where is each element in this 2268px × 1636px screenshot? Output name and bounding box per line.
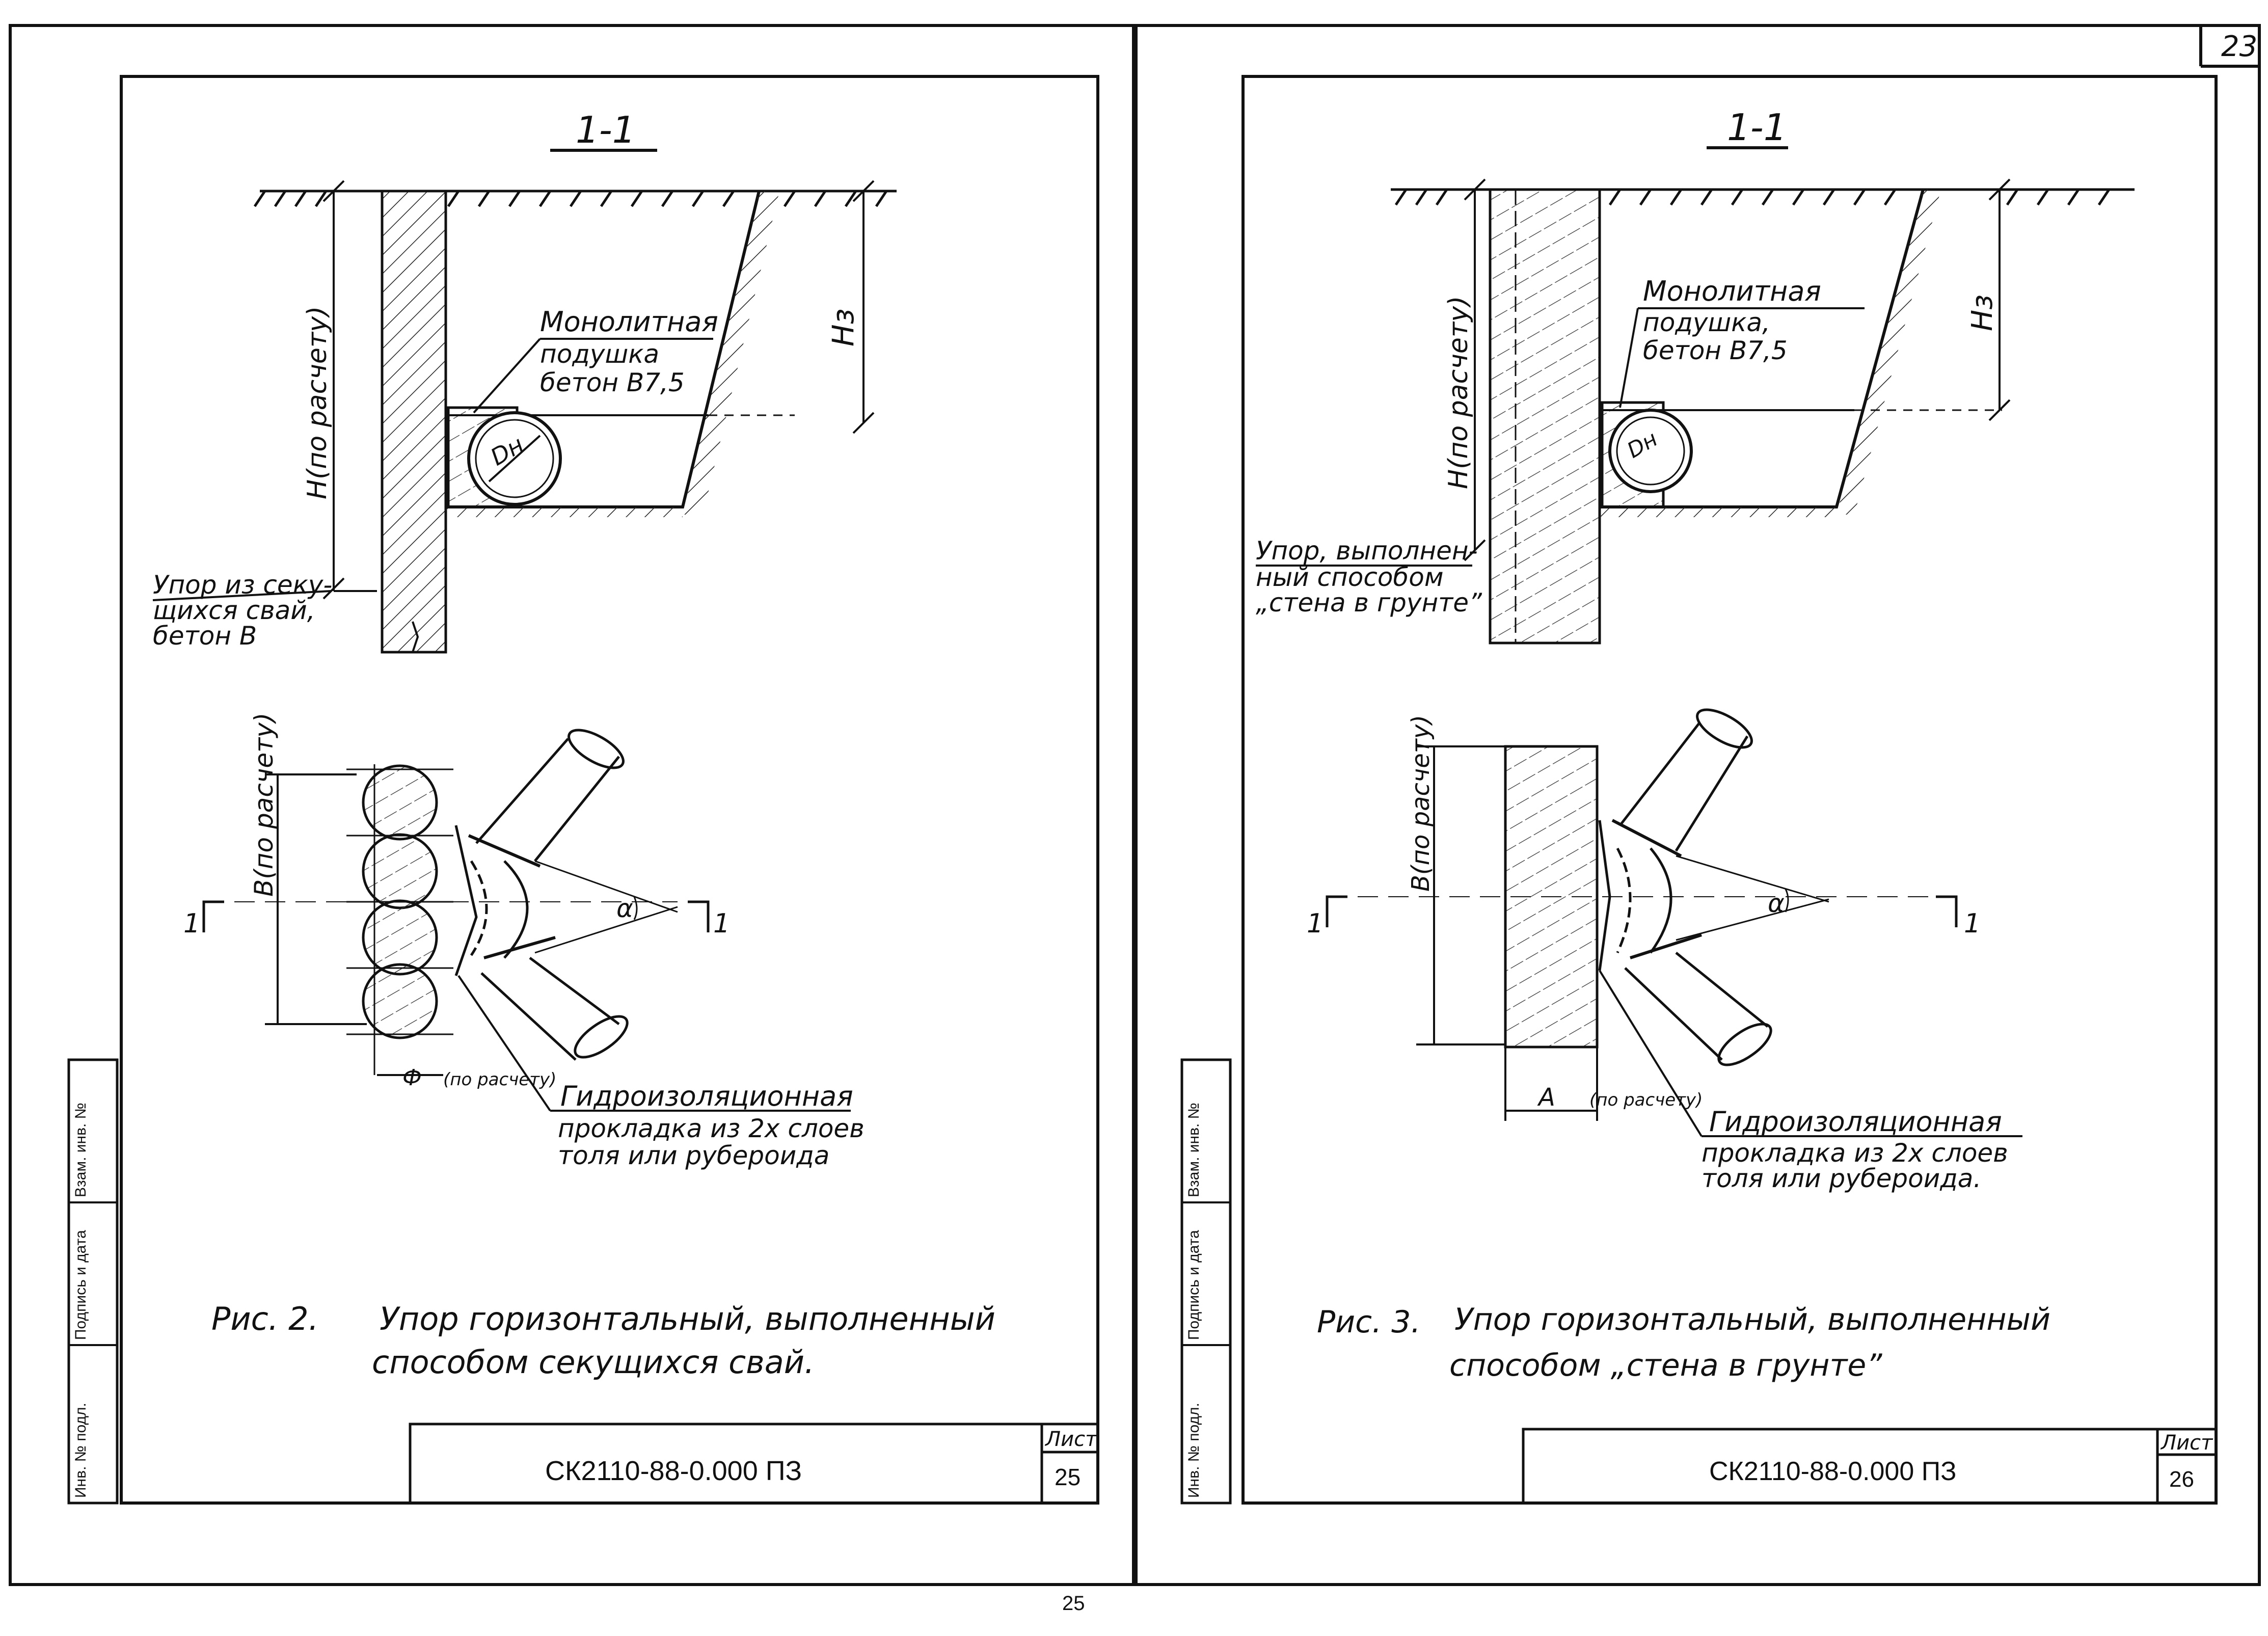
- angle-label: α: [1768, 889, 1785, 918]
- cushion-label-line2: подушка: [540, 339, 659, 369]
- pipe-bend-plan: [454, 729, 678, 1061]
- thickness-note: (по расчету): [1589, 1090, 1703, 1110]
- gasket-label-line2: прокладка из 2х слоев: [558, 1114, 865, 1143]
- cover-depth-label: Hз: [826, 309, 860, 346]
- support-label-line1: Упор, выполнен-: [1256, 536, 1478, 566]
- pipe-bend-plan: [1598, 708, 1829, 1066]
- height-dimension: [1464, 178, 1486, 561]
- diaphragm-wall: [1489, 188, 1601, 645]
- stamp-sheet-label: Лист: [2160, 1431, 2213, 1455]
- support-label-line2: щихся свай,: [153, 596, 315, 625]
- stamp-inv-podl: Инв. № подл.: [1185, 1403, 1202, 1498]
- stamp-sheet-label: Лист: [1044, 1428, 1098, 1451]
- page-number: 23: [2221, 30, 2257, 63]
- stamp-vzam: Взам. инв. №: [72, 1103, 89, 1197]
- cushion-label-line1: Монолитная: [540, 306, 718, 338]
- caption-line1: Упор горизонтальный, выполненный: [1454, 1302, 2050, 1337]
- right-title-block: [1522, 1428, 2218, 1505]
- cover-depth-dimension: [852, 180, 875, 434]
- support-label-line2: ный способом: [1256, 562, 1444, 592]
- stamp-sheet-number: 26: [2169, 1467, 2194, 1492]
- width-label: B(по расчету): [1407, 715, 1435, 892]
- thickness-label: A: [1537, 1083, 1555, 1112]
- stamp-podpis: Подпись и дата: [72, 1230, 89, 1340]
- section-mark-left: 1: [1307, 908, 1324, 939]
- diameter-label: Ф: [402, 1065, 422, 1091]
- width-dimension: [1416, 745, 1505, 1045]
- ground-line: [253, 190, 897, 207]
- height-label: H(по расчету): [1443, 296, 1474, 489]
- section-mark-right: 1: [1964, 908, 1981, 939]
- section-label: 1-1: [1727, 106, 1787, 149]
- support-label-line3: „стена в грунте”: [1256, 588, 1482, 618]
- gasket-label-line1: Гидроизоляционная: [1709, 1106, 2002, 1138]
- stamp-code: СК2110-88-0.000 ПЗ: [1709, 1457, 1957, 1486]
- width-label: B(по расчету): [249, 713, 279, 897]
- cushion-label-line3: бетон B7,5: [540, 368, 685, 397]
- section-mark-right: 1: [713, 908, 730, 939]
- cushion-label-line2: подушка,: [1643, 308, 1770, 337]
- diameter-note: (по расчету): [443, 1069, 556, 1090]
- cover-depth-label: Hз: [1966, 294, 1999, 331]
- section-cut-marks: [202, 900, 710, 932]
- caption-line1: Упор горизонтальный, выполненный: [380, 1300, 995, 1337]
- stamp-code: СК2110-88-0.000 ПЗ: [545, 1456, 802, 1486]
- stamp-sheet-number: 25: [1055, 1464, 1081, 1490]
- sheet-borders: [9, 24, 2261, 1586]
- cushion-label-line1: Монолитная: [1643, 275, 1821, 307]
- stamp-inv-podl: Инв. № подл.: [72, 1403, 89, 1498]
- gasket-label-line1: Гидроизоляционная: [560, 1080, 853, 1112]
- caption-line2: способом „стена в грунте”: [1449, 1348, 1882, 1383]
- cover-depth-dimension: [1988, 178, 2011, 421]
- pile-wall: [381, 190, 447, 654]
- left-margin-stamp: Инв. № подл. Подпись и дата Взам. инв. №: [67, 1058, 119, 1505]
- pipe-section: [467, 411, 562, 506]
- left-sheet: Инв. № подл. Подпись и дата Взам. инв. №…: [67, 75, 1099, 1505]
- secant-piles: [346, 764, 453, 1075]
- width-dimension: [265, 773, 367, 1025]
- stray-page-mark: 25: [1062, 1592, 1085, 1615]
- stamp-vzam: Взам. инв. №: [1185, 1103, 1202, 1197]
- height-label: H(по расчету): [302, 306, 333, 499]
- pipe-section: [1608, 409, 1693, 493]
- right-sheet: Инв. № подл. Подпись и дата Взам. инв. №…: [1180, 75, 2218, 1505]
- gasket-label-line2: прокладка из 2х слоев: [1702, 1138, 2008, 1168]
- section-cut-marks: [1326, 895, 1958, 927]
- thickness-dimension: [1504, 1047, 1598, 1121]
- right-margin-stamp: Инв. № подл. Подпись и дата Взам. инв. №: [1180, 1058, 1232, 1505]
- left-title-block: [409, 1423, 1099, 1505]
- height-dimension: [322, 180, 377, 600]
- cushion-label-line3: бетон B7,5: [1643, 336, 1788, 365]
- stamp-podpis: Подпись и дата: [1185, 1230, 1202, 1340]
- caption-line2: способом секущихся свай.: [372, 1344, 815, 1381]
- section-mark-left: 1: [183, 908, 200, 939]
- gasket-label-line3: толя или рубероида: [558, 1141, 829, 1170]
- figure-number: Рис. 3.: [1317, 1304, 1421, 1340]
- angle-label: α: [616, 894, 633, 923]
- gasket-label-line3: толя или рубероида.: [1702, 1164, 1981, 1193]
- support-label-line1: Упор из секу-: [153, 570, 332, 600]
- figure-number: Рис. 2.: [211, 1300, 318, 1337]
- section-label: 1-1: [576, 109, 636, 151]
- support-label-line3: бетон B: [153, 621, 257, 651]
